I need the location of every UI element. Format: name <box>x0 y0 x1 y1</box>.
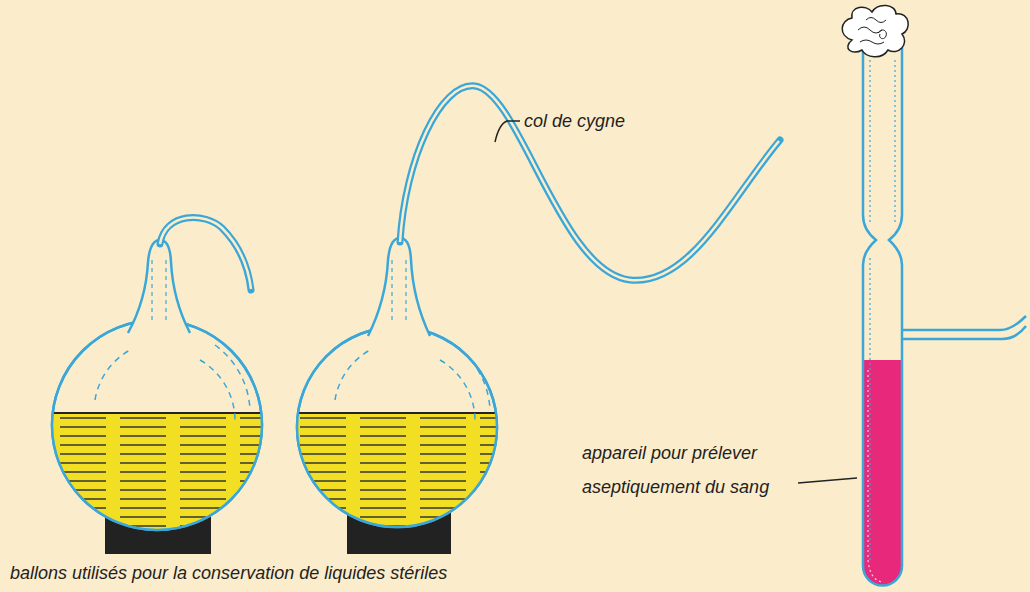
swan-neck-flask <box>290 86 780 537</box>
short-neck-flask <box>50 217 265 537</box>
blood-tube <box>842 5 1026 592</box>
leader-line <box>798 478 857 483</box>
leader-line <box>495 121 520 142</box>
part-label: col de cygne <box>524 104 625 138</box>
caption-label: ballons utilisés pour la conservation de… <box>10 556 447 590</box>
part-label: appareil pour prélever aseptiquement du … <box>582 436 812 504</box>
